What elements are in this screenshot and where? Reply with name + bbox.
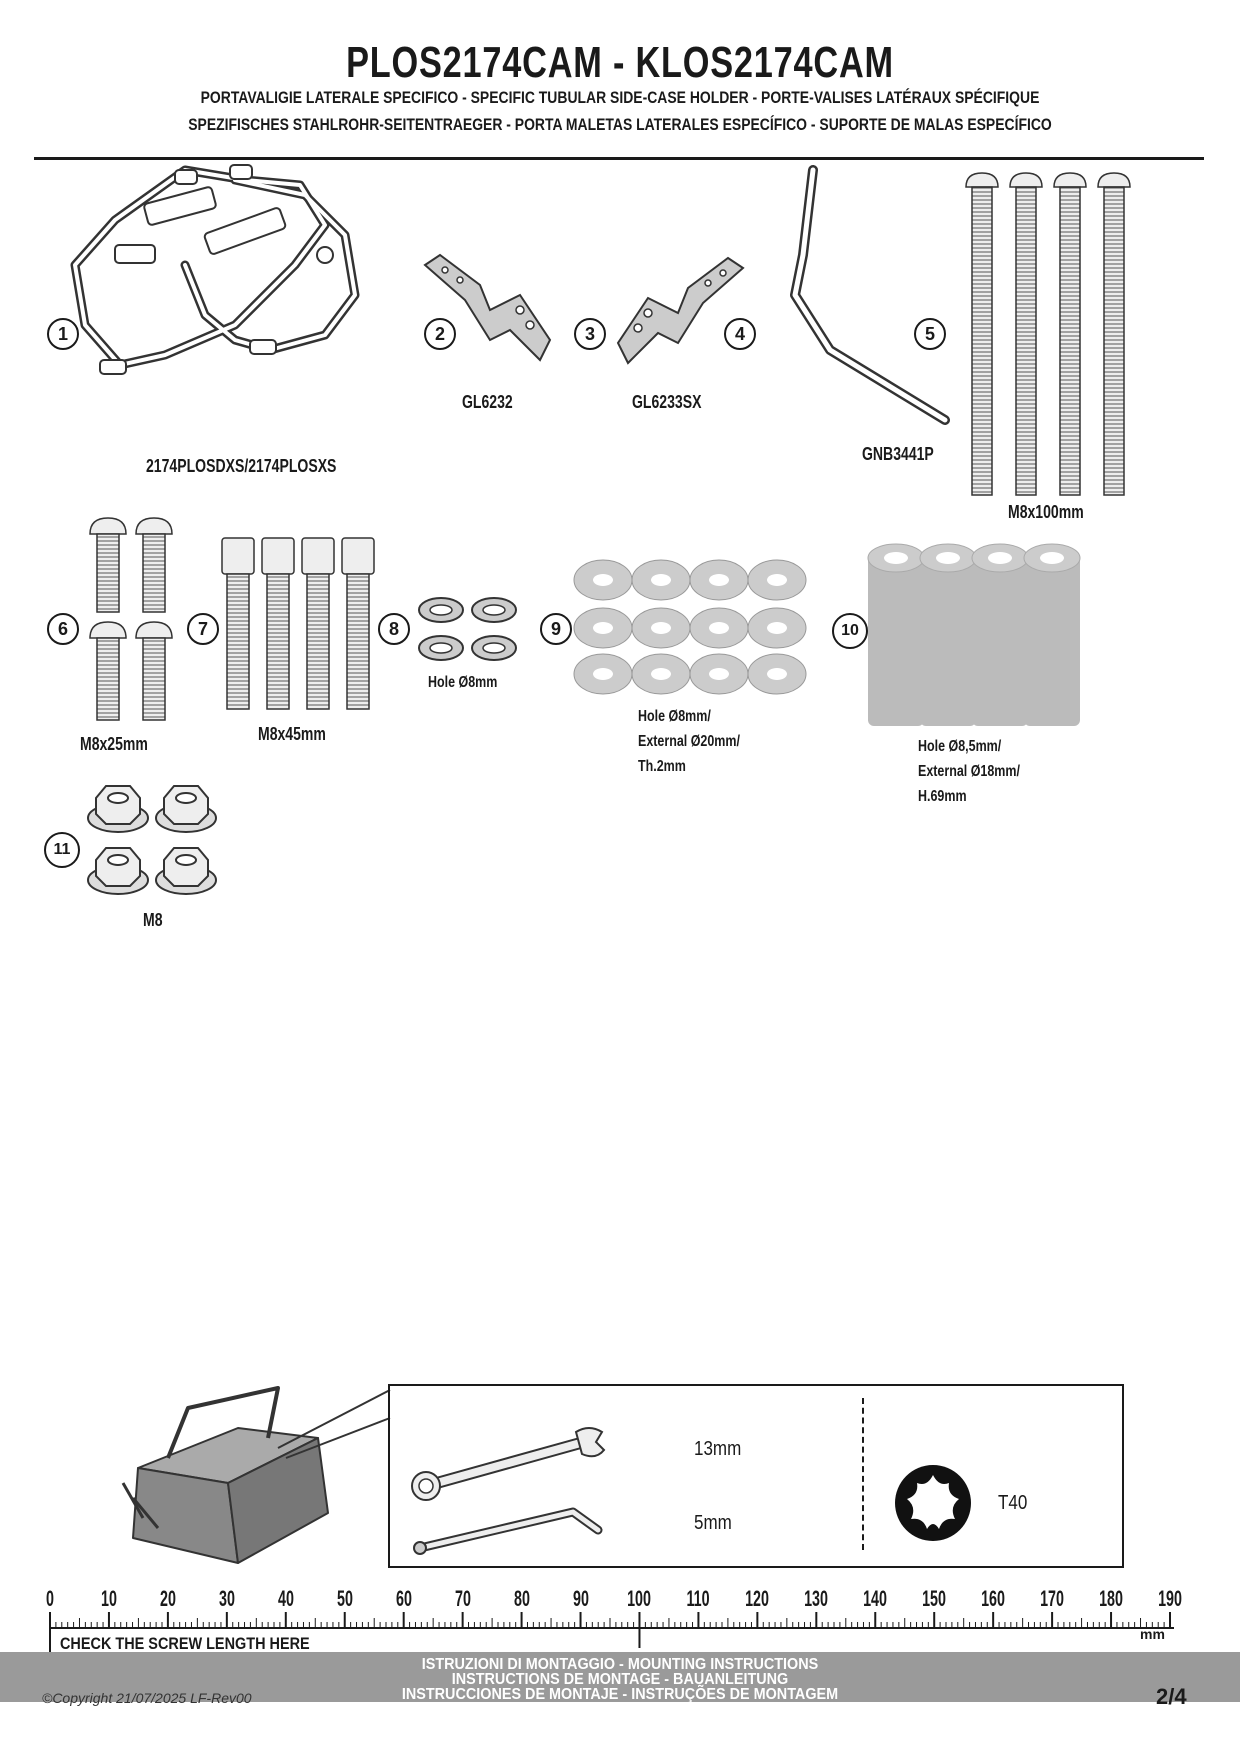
ruler-label: 110: [686, 1586, 710, 1611]
torx-icon: [895, 1465, 971, 1541]
ruler-label: 140: [863, 1586, 888, 1611]
ruler-label: 50: [336, 1586, 353, 1611]
ruler-label: 190: [1158, 1586, 1182, 1611]
part-spec-10-line-3: H.69mm: [918, 788, 967, 805]
flat-washer-illustration: [573, 559, 807, 695]
screw-m8x100-illustration: [965, 172, 1131, 496]
ruler-instruction: CHECK THE SCREW LENGTH HERE: [60, 1634, 310, 1653]
ruler-label: 30: [218, 1586, 235, 1611]
flange-nut-illustration: [87, 785, 217, 895]
subtitle-line-2: SPEZIFISCHES STAHLROHR-SEITENTRAEGER - P…: [188, 115, 1052, 134]
part-number-2: 2: [424, 318, 456, 350]
ruler-label: 0: [46, 1586, 54, 1611]
footer-line-3: INSTRUCCIONES DE MONTAJE - INSTRUÇÕES DE…: [401, 1686, 839, 1703]
part-code-6: M8x25mm: [80, 734, 148, 754]
ruler-label: 10: [100, 1586, 117, 1611]
part-number-9: 9: [540, 613, 572, 645]
ruler-label: 80: [513, 1586, 530, 1611]
copyright-text: ©Copyright 21/07/2025 LF-Rev00: [42, 1690, 252, 1706]
ruler-label: 90: [572, 1586, 589, 1611]
part-spec-9-line-1: Hole Ø8mm/: [638, 708, 711, 725]
part-number-8: 8: [378, 613, 410, 645]
part-code-2: GL6232: [462, 392, 513, 412]
torx-size: T40: [998, 1492, 1028, 1514]
ruler-label: 100: [627, 1586, 652, 1611]
part-spec-8-line-1: Hole Ø8mm: [428, 674, 498, 691]
part-spec-9-line-3: Th.2mm: [638, 758, 686, 775]
spacer-illustration: [867, 543, 1081, 726]
support-rod-illustration: [790, 165, 950, 425]
part-spec-10-line-1: Hole Ø8,5mm/: [918, 738, 1002, 755]
ruler-label: 150: [922, 1586, 947, 1611]
part-code-m8x100: M8x100mm: [1008, 502, 1084, 522]
part-number-5: 5: [914, 318, 946, 350]
lock-washer-illustration: [418, 597, 517, 661]
ruler-label: 130: [804, 1586, 829, 1611]
part-code-5: GNB3441P: [862, 444, 934, 464]
allen-key-size: 5mm: [694, 1512, 732, 1534]
footer-line-1: ISTRUZIONI DI MONTAGGIO - MOUNTING INSTR…: [421, 1656, 819, 1673]
ruler-label: 40: [277, 1586, 294, 1611]
part-spec-9-line-2: External Ø20mm/: [638, 733, 740, 750]
footer-line-2: INSTRUCTIONS DE MONTAGE - BAUANLEITUNG: [451, 1671, 789, 1688]
footer-bar: [0, 1652, 1240, 1702]
part-code-11: M8: [143, 910, 163, 930]
part-number-10: 10: [832, 613, 868, 649]
part-number-11: 11: [44, 832, 80, 868]
ruler-label: 170: [1040, 1586, 1065, 1611]
screw-m8x45-illustration: [221, 537, 375, 710]
bracket-gl6232-illustration: [423, 253, 552, 362]
part-number-3: 3: [574, 318, 606, 350]
ruler-label: 70: [454, 1586, 471, 1611]
subtitle-line-1: PORTAVALIGIE LATERALE SPECIFICO - SPECIF…: [200, 88, 1040, 107]
ruler-label: 160: [981, 1586, 1006, 1611]
toolbox-icon: [121, 1386, 391, 1564]
ruler-label: 180: [1099, 1586, 1123, 1611]
part-code-4: GL6233SX: [632, 392, 702, 412]
ruler-label: 60: [395, 1586, 412, 1611]
wrench-size: 13mm: [694, 1438, 742, 1460]
allen-key-icon: [413, 1507, 603, 1555]
part-code-1: 2174PLOSDXS/2174PLOSXS: [146, 456, 337, 476]
ruler-label: 20: [159, 1586, 176, 1611]
page-number: 2/4: [1156, 1684, 1187, 1709]
ruler-label: 120: [745, 1586, 770, 1611]
ruler-unit: mm: [1140, 1626, 1165, 1642]
screw-m8x25-illustration: [89, 517, 173, 721]
tools-panel: [388, 1384, 1124, 1568]
part-number-4: 4: [724, 318, 756, 350]
part-number-7: 7: [187, 613, 219, 645]
side-frame-illustration: [70, 164, 360, 375]
wrench-icon: [411, 1427, 606, 1501]
bracket-gl6233sx-illustration: [616, 256, 745, 365]
part-number-6: 6: [47, 613, 79, 645]
tools-panel-divider: [862, 1398, 864, 1550]
document-title: PLOS2174CAM - KLOS2174CAM: [346, 38, 894, 87]
header-divider: [34, 157, 1204, 160]
part-number-1: 1: [47, 318, 79, 350]
part-code-7: M8x45mm: [258, 724, 326, 744]
part-spec-10-line-2: External Ø18mm/: [918, 763, 1020, 780]
